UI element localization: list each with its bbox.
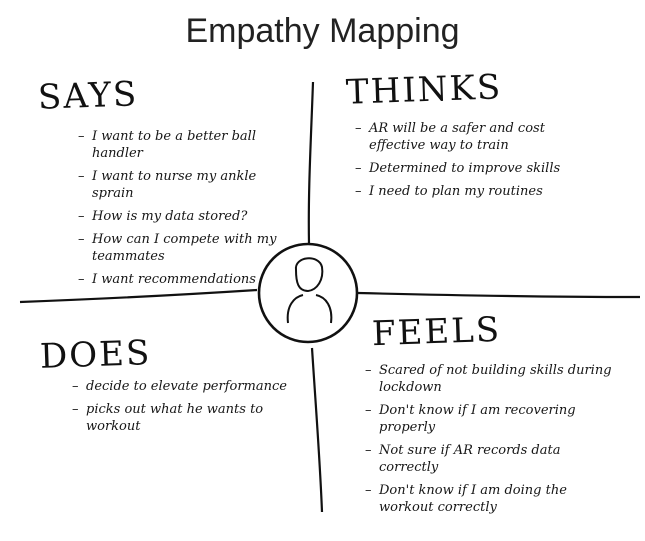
- user-avatar-icon: [257, 242, 359, 344]
- thinks-heading: THINKS: [345, 67, 503, 113]
- vertical-divider-bottom: [310, 347, 324, 513]
- list-item: Determined to improve skills: [355, 160, 595, 177]
- says-list: I want to be a better ball handler I wan…: [78, 128, 300, 294]
- feels-list: Scared of not building skills during loc…: [365, 362, 615, 522]
- list-item: I want to be a better ball handler: [78, 128, 300, 162]
- list-item: How can I compete with my teammates: [78, 231, 300, 265]
- list-item: I need to plan my routines: [355, 183, 595, 200]
- list-item: Don't know if I am doing the workout cor…: [365, 482, 615, 516]
- feels-heading: FEELS: [371, 309, 502, 355]
- list-item: Scared of not building skills during loc…: [365, 362, 615, 396]
- list-item: picks out what he wants to workout: [72, 401, 297, 435]
- list-item: I want to nurse my ankle sprain: [78, 168, 300, 202]
- list-item: How is my data stored?: [78, 208, 300, 225]
- horizontal-divider-left: [19, 288, 258, 304]
- says-heading: SAYS: [37, 74, 139, 118]
- vertical-divider-top: [307, 81, 315, 245]
- list-item: Don't know if I am recovering properly: [365, 402, 615, 436]
- does-heading: DOES: [39, 333, 152, 377]
- does-list: decide to elevate performance picks out …: [72, 378, 297, 441]
- list-item: AR will be a safer and cost effective wa…: [355, 120, 595, 154]
- thinks-list: AR will be a safer and cost effective wa…: [355, 120, 595, 206]
- list-item: decide to elevate performance: [72, 378, 297, 395]
- page-title: Empathy Mapping: [185, 12, 460, 50]
- list-item: I want recommendations: [78, 271, 300, 288]
- list-item: Not sure if AR records data correctly: [365, 442, 615, 476]
- horizontal-divider-right: [357, 291, 641, 299]
